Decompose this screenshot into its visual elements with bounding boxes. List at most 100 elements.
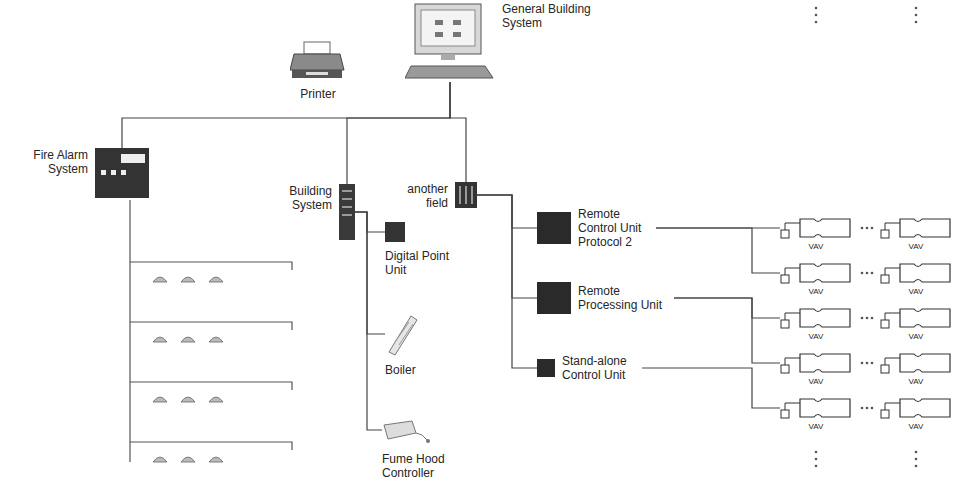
node-label: another field: [396, 182, 448, 210]
digital-point-unit-drawing: [385, 222, 405, 242]
ellipsis-dot: [871, 362, 874, 365]
control-unit-icon: [537, 212, 571, 244]
vav-box-icon: [880, 305, 952, 331]
smoke-detector: [209, 337, 223, 342]
computer-station-icon: [405, 2, 495, 82]
node-label: Boiler: [385, 363, 416, 377]
ellipsis-dot: [815, 7, 818, 10]
field-controller-icon: [455, 182, 477, 208]
vav-box-icon: [880, 350, 952, 376]
computer-station: General Building System: [405, 2, 594, 82]
smoke-detector: [181, 277, 195, 282]
vav-box: VAV: [880, 350, 952, 387]
ellipsis-dot: [866, 407, 869, 410]
ellipsis-dot: [815, 451, 818, 454]
vav-box: VAV: [780, 305, 852, 342]
node-label: Digital Point Unit: [385, 249, 465, 277]
smoke-detector: [209, 277, 223, 282]
ellipsis-dot: [866, 227, 869, 230]
connector-line: [122, 82, 450, 148]
printer-drawing: [290, 40, 346, 80]
connector: [355, 212, 385, 232]
node-label: Printer: [300, 87, 335, 101]
vav-box-drawing: [780, 260, 852, 286]
node-label: VAV: [809, 422, 824, 432]
connector-line: [674, 298, 780, 318]
vav-box-icon: [780, 305, 852, 331]
fume-hood-controller: Fume Hood Controller: [382, 415, 452, 480]
smoke-detector: [181, 397, 195, 402]
vav-box-icon: [780, 260, 852, 286]
ellipsis-dot: [866, 272, 869, 275]
boiler: Boiler: [385, 312, 419, 377]
boiler-icon: [385, 312, 419, 356]
node-label: Fire Alarm System: [18, 148, 88, 176]
smoke-detector: [153, 337, 167, 342]
printer-icon: [290, 40, 346, 80]
node-label: Stand-alone Control Unit: [562, 354, 642, 382]
boiler-drawing: [385, 312, 419, 356]
connector: [122, 82, 450, 148]
ellipsis-dot: [861, 407, 864, 410]
ellipsis-dot: [915, 14, 918, 17]
building-controller: Building System: [272, 184, 355, 240]
connector: [347, 82, 450, 184]
node-label: VAV: [909, 287, 924, 297]
standalone-unit: Stand-alone Control Unit: [537, 354, 642, 382]
vav-box-icon: [880, 395, 952, 421]
vav-box-drawing: [780, 395, 852, 421]
connector-line: [450, 82, 466, 182]
field-controller-drawing: [455, 182, 477, 208]
building-controller-icon: [339, 184, 355, 240]
ellipsis-dot: [861, 362, 864, 365]
vav-box: VAV: [880, 260, 952, 297]
node-label: VAV: [809, 242, 824, 252]
standalone-unit-icon: [537, 359, 555, 377]
connector-line: [642, 368, 780, 408]
connector-line: [656, 228, 780, 273]
vav-box-drawing: [880, 350, 952, 376]
ellipsis-dot: [871, 407, 874, 410]
vav-box-icon: [880, 215, 952, 241]
connector-line: [355, 212, 385, 232]
smoke-detector: [209, 397, 223, 402]
processing-unit-drawing: [537, 282, 571, 314]
smoke-detector: [181, 457, 195, 462]
ellipsis-dot: [866, 362, 869, 365]
connector: [642, 368, 780, 408]
connector: [355, 212, 382, 430]
ellipsis-dot: [915, 465, 918, 468]
vav-box: VAV: [880, 215, 952, 252]
ellipsis-dot: [915, 21, 918, 24]
ellipsis-dot: [915, 7, 918, 10]
connector-line: [347, 82, 450, 184]
node-label: Remote Control Unit Protocol 2: [578, 207, 656, 249]
node-label: General Building System: [502, 2, 594, 30]
node-label: Remote Processing Unit: [578, 284, 674, 312]
connector: [674, 298, 780, 363]
digital-point-unit-icon: [385, 222, 405, 242]
connector: [450, 82, 466, 182]
vav-box: VAV: [780, 215, 852, 252]
connector-line: [477, 195, 537, 368]
vav-box: VAV: [780, 260, 852, 297]
printer: Printer: [290, 40, 346, 101]
vav-box-drawing: [780, 350, 852, 376]
ellipsis-dot: [861, 272, 864, 275]
vav-box-drawing: [780, 215, 852, 241]
vav-box: VAV: [880, 395, 952, 432]
building-controller-drawing: [339, 184, 355, 240]
connector: [477, 195, 537, 228]
connector-line: [355, 212, 382, 430]
vav-box: VAV: [780, 350, 852, 387]
computer-station-drawing: [405, 2, 495, 82]
connector-line: [674, 298, 780, 363]
smoke-detector: [181, 337, 195, 342]
vav-box-drawing: [880, 260, 952, 286]
node-label: VAV: [909, 242, 924, 252]
ellipsis-dot: [871, 317, 874, 320]
ellipsis-dot: [915, 458, 918, 461]
connector-line: [477, 195, 537, 228]
connector: [355, 212, 385, 334]
ellipsis-dot: [815, 21, 818, 24]
